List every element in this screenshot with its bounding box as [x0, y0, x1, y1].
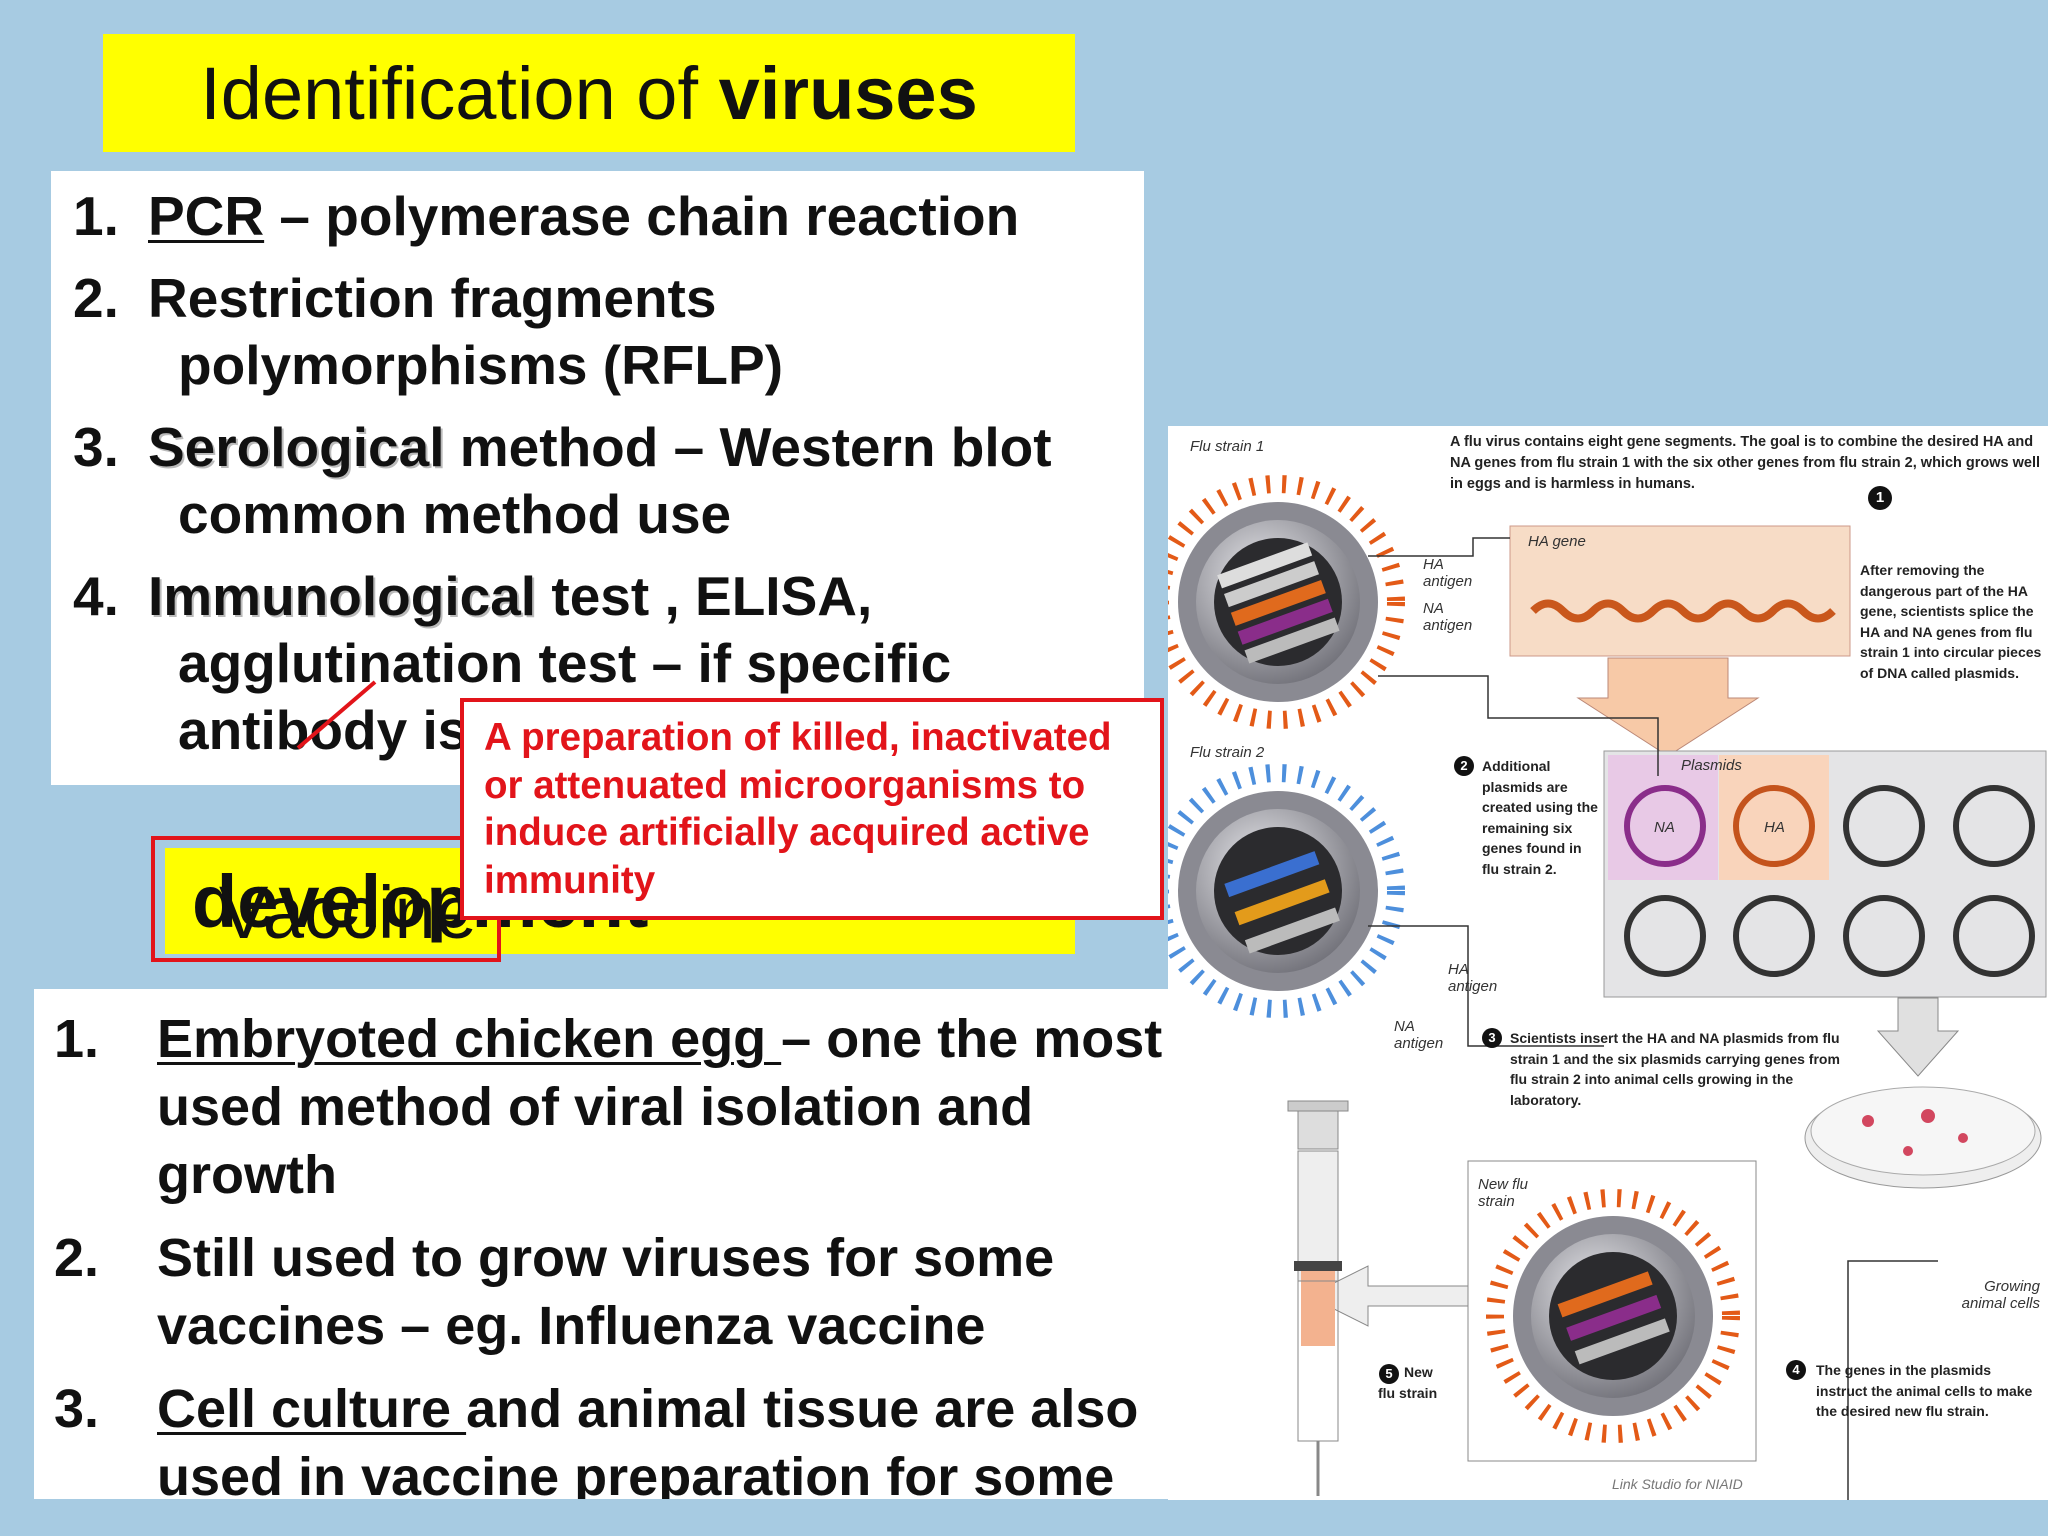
- flu-vaccine-diagram: Flu strain 1 Flu strain 2 A flu virus co…: [1168, 426, 2048, 1500]
- callout-text: A preparation of killed, inactivated or …: [484, 716, 1112, 902]
- vaccine-title-prefix: Vaccine: [219, 871, 498, 954]
- flu-strain-2-label: Flu strain 2: [1190, 744, 1265, 761]
- list-item: 2. Restriction fragments polymorphisms (…: [73, 265, 1133, 399]
- list-number: 3.: [54, 1379, 100, 1439]
- list-text-continued: antibody is: [178, 699, 469, 761]
- identification-title-prefix: Identification of: [200, 51, 719, 135]
- list-number: 2.: [54, 1228, 100, 1288]
- diagram-graphics: [1168, 475, 2047, 1500]
- identification-title: Identification of viruses: [103, 34, 1075, 152]
- ha-plasmid-label: HA: [1764, 819, 1785, 836]
- list-text: – one the most used method of viral isol…: [157, 1009, 1163, 1205]
- list-text: Restriction fragments: [148, 267, 717, 329]
- step-5-text: New flu strain: [1378, 1362, 1448, 1403]
- list-text: method – Western blot: [444, 416, 1052, 478]
- identification-list: 1. PCR – polymerase chain reaction 2. Re…: [73, 183, 1133, 779]
- ha-antigen-label-2: HA antigen: [1448, 961, 1498, 995]
- diagram-credit: Link Studio for NIAID: [1612, 1476, 1743, 1492]
- na-antigen-label-1: NA antigen: [1423, 600, 1473, 634]
- list-text: and animal tissue are also used in vacci…: [157, 1379, 1139, 1499]
- pcr-term: PCR: [148, 185, 265, 247]
- na-plasmid-label: NA: [1654, 819, 1675, 836]
- list-text-continued: common method use: [178, 483, 732, 545]
- callout-pointer-line: [296, 680, 377, 750]
- list-text-continued: agglutination test – if specific: [178, 632, 952, 694]
- cell-culture-term: Cell culture: [157, 1379, 467, 1439]
- list-number: 4.: [73, 565, 119, 627]
- list-text: – polymerase chain reaction: [264, 185, 1020, 247]
- vaccine-list: 1. Embryoted chicken egg – one the most …: [54, 1005, 1164, 1499]
- vaccine-highlight-box: [151, 836, 501, 962]
- immunological-term: Immunological: [148, 565, 537, 627]
- na-antigen-label-2: NA antigen: [1394, 1018, 1444, 1052]
- step-1-badge: 1: [1868, 486, 1892, 510]
- new-flu-strain-label: New flu strain: [1478, 1176, 1529, 1210]
- list-item: 4. Immunological test , ELISA, agglutina…: [73, 563, 1133, 764]
- list-item: 3. Cell culture and animal tissue are al…: [54, 1375, 1164, 1499]
- list-number: 1.: [54, 1009, 100, 1069]
- step-2-text: Additional plasmids are created using th…: [1482, 758, 1598, 877]
- serological-term: Serological: [148, 416, 445, 478]
- step-3-badge: 3: [1482, 1028, 1502, 1048]
- step-5-label: New flu strain: [1378, 1364, 1438, 1401]
- list-item: 1. Embryoted chicken egg – one the most …: [54, 1005, 1164, 1209]
- ha-gene-label: HA gene: [1528, 533, 1586, 550]
- identification-title-bold: viruses: [718, 51, 978, 135]
- step-5-badge: 5: [1379, 1364, 1399, 1384]
- list-text: test , ELISA,: [536, 565, 873, 627]
- list-text: Still used to grow viruses for some vacc…: [157, 1228, 1055, 1356]
- list-number: 2.: [73, 267, 119, 329]
- list-text-continued: polymorphisms (RFLP): [178, 334, 784, 396]
- diagram-intro: A flu virus contains eight gene segments…: [1450, 434, 2041, 492]
- identification-panel: 1. PCR – polymerase chain reaction 2. Re…: [51, 171, 1144, 785]
- vaccine-panel: 1. Embryoted chicken egg – one the most …: [34, 989, 1172, 1499]
- step-2-badge: 2: [1454, 756, 1474, 776]
- list-item: 2. Still used to grow viruses for some v…: [54, 1224, 1164, 1360]
- flu-strain-1-label: Flu strain 1: [1190, 438, 1265, 455]
- step-4-badge: 4: [1786, 1360, 1806, 1380]
- list-number: 1.: [73, 185, 119, 247]
- list-item: 1. PCR – polymerase chain reaction: [73, 183, 1133, 250]
- list-number: 3.: [73, 416, 119, 478]
- step-4-text: The genes in the plasmids instruct the a…: [1816, 1362, 2033, 1419]
- step-3-text: Scientists insert the HA and NA plasmids…: [1510, 1030, 1840, 1108]
- ha-antigen-label-1: HA antigen: [1423, 556, 1473, 590]
- list-item: 3. Serological method – Western blot com…: [73, 414, 1133, 548]
- vaccine-definition-callout: A preparation of killed, inactivated or …: [460, 698, 1164, 920]
- plasmids-label: Plasmids: [1681, 757, 1742, 774]
- step-1-text: After removing the dangerous part of the…: [1860, 562, 2042, 681]
- chicken-egg-term: Embryoted chicken egg: [157, 1009, 782, 1069]
- growing-cells-label: Growing animal cells: [1961, 1278, 2040, 1312]
